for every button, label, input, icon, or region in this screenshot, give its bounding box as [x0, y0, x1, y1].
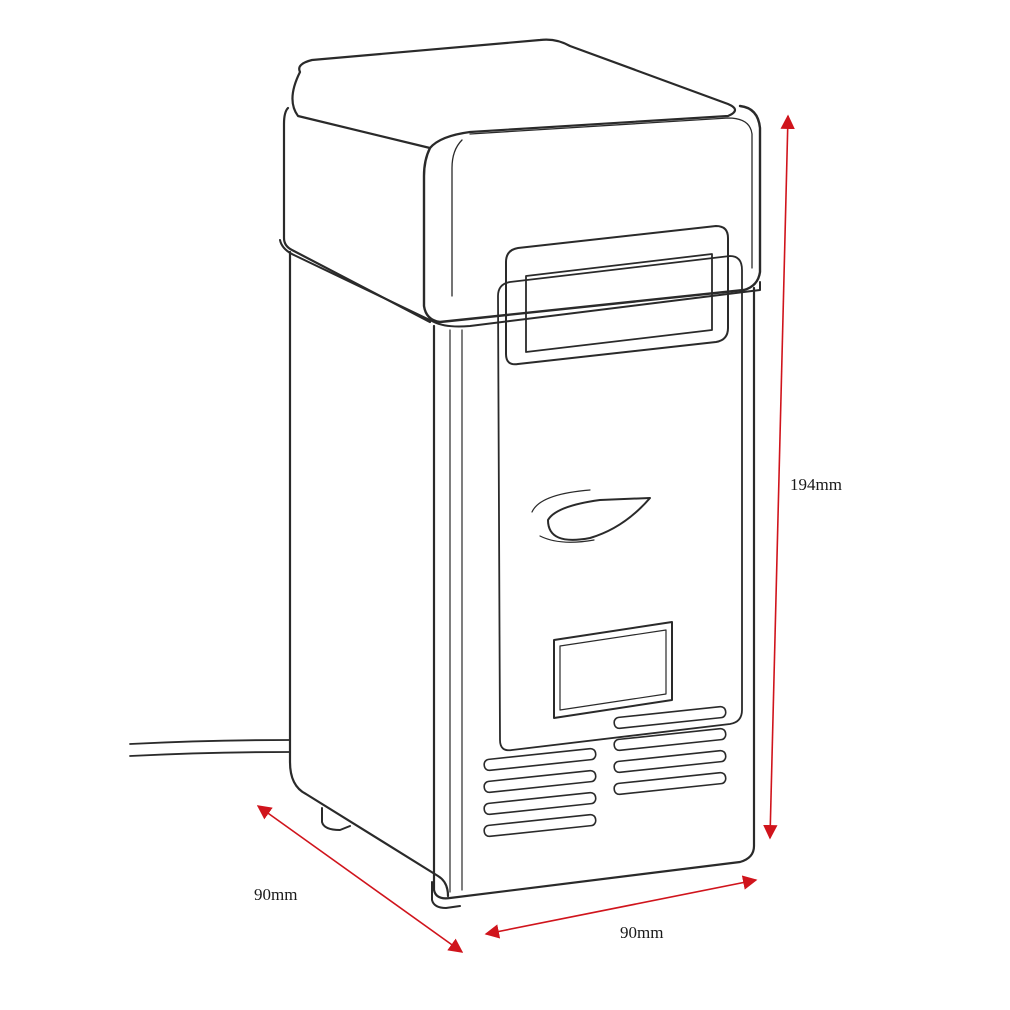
indicator-window — [553, 621, 673, 719]
front-details — [483, 225, 743, 838]
vent-slots-left — [483, 747, 597, 838]
body-front-face — [432, 286, 756, 900]
width-label: 90mm — [620, 923, 663, 942]
dimension-arrows — [256, 114, 795, 953]
indicator-window-inner — [559, 629, 667, 711]
dimension-labels: 194mm 90mm 90mm — [254, 475, 842, 942]
body-left-face — [288, 250, 450, 898]
corner-highlight — [449, 329, 463, 893]
vent-slots-right — [613, 705, 727, 796]
door-handle — [547, 497, 651, 541]
lid-front-bevel — [451, 117, 753, 297]
lid-left-face — [282, 106, 432, 324]
height-dimension-arrow — [763, 114, 795, 840]
width-dimension-arrow — [484, 875, 758, 939]
usb-power-cable — [129, 739, 291, 757]
top-window-frame — [505, 225, 729, 366]
door-handle-recess — [531, 489, 595, 543]
height-label: 194mm — [790, 475, 842, 494]
lid-seam — [279, 239, 761, 328]
feet — [321, 807, 461, 909]
depth-label: 90mm — [254, 885, 297, 904]
lid-top-face — [291, 38, 737, 150]
top-window-glass — [525, 253, 713, 353]
lid-front-face — [422, 104, 762, 324]
depth-dimension-arrow — [256, 805, 464, 953]
